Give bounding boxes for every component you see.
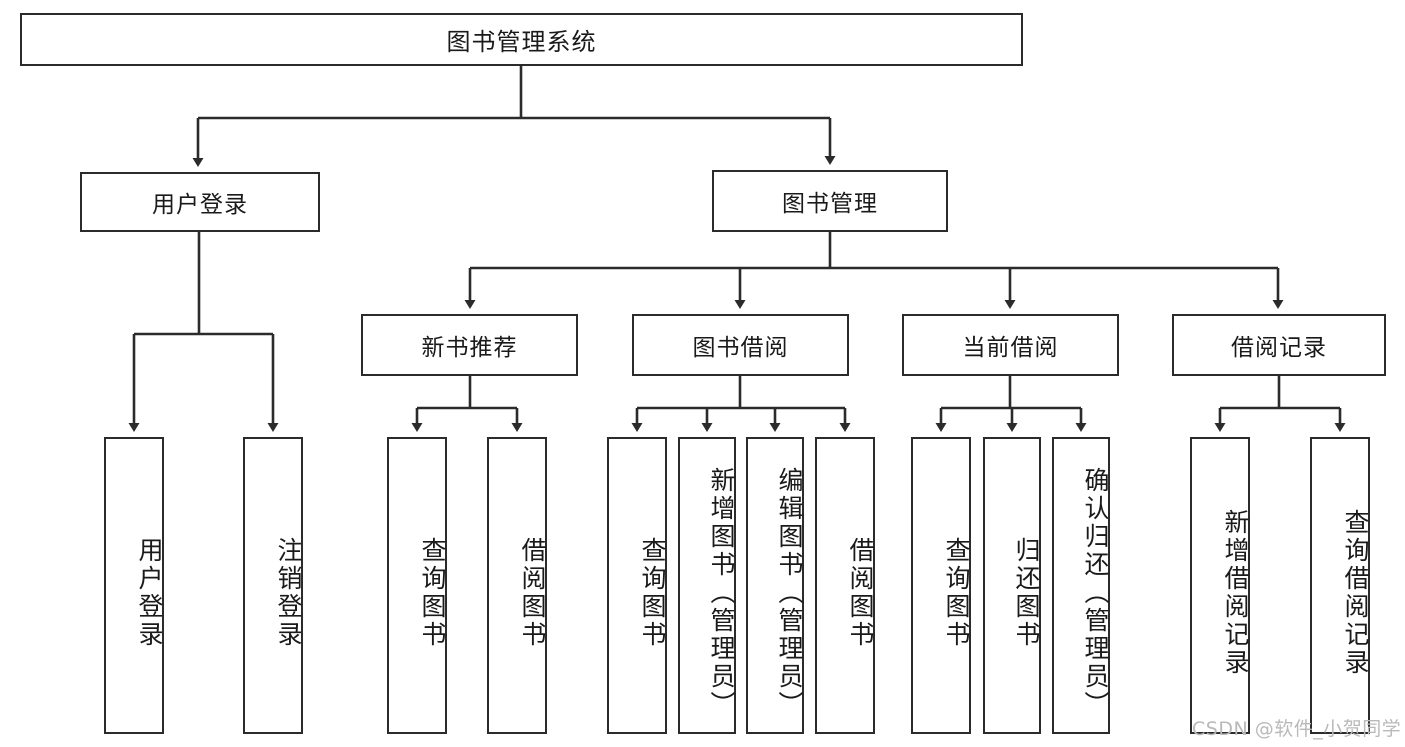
- node-leaf-user-login-label: 用户登录: [135, 536, 164, 649]
- node-leaf-add-record-label: 新增借阅记录: [1221, 508, 1250, 677]
- node-borrow-record[interactable]: 借阅记录: [1172, 314, 1386, 376]
- node-leaf-return-book[interactable]: 归还图书: [983, 437, 1041, 734]
- node-root[interactable]: 图书管理系统: [20, 13, 1023, 66]
- node-current-borrow[interactable]: 当前借阅: [902, 314, 1119, 376]
- node-leaf-borrow-book-rec[interactable]: 借阅图书: [487, 437, 547, 734]
- node-book-manage[interactable]: 图书管理: [712, 170, 948, 232]
- node-new-book-recommend[interactable]: 新书推荐: [361, 314, 578, 376]
- node-leaf-query-book-borrow[interactable]: 查询图书: [607, 437, 667, 734]
- node-new-book-recommend-label: 新书推荐: [421, 335, 518, 361]
- node-leaf-query-record[interactable]: 查询借阅记录: [1310, 437, 1370, 734]
- node-book-borrow-label: 图书借阅: [692, 335, 789, 361]
- node-leaf-query-record-label: 查询借阅记录: [1341, 508, 1370, 677]
- node-leaf-query-book-rec-label: 查询图书: [418, 536, 447, 649]
- node-leaf-query-book-borrow-label: 查询图书: [638, 536, 667, 649]
- node-borrow-record-label: 借阅记录: [1231, 335, 1327, 361]
- node-leaf-query-book-rec[interactable]: 查询图书: [387, 437, 447, 734]
- node-leaf-borrow-book[interactable]: 借阅图书: [815, 437, 875, 734]
- node-leaf-confirm-return[interactable]: 确认归还（管理员）: [1052, 437, 1110, 734]
- node-leaf-return-book-label: 归还图书: [1012, 536, 1041, 649]
- node-leaf-query-book-current-label: 查询图书: [942, 536, 971, 649]
- node-leaf-add-record[interactable]: 新增借阅记录: [1190, 437, 1250, 734]
- node-leaf-query-book-current[interactable]: 查询图书: [911, 437, 971, 734]
- node-leaf-edit-book[interactable]: 编辑图书（管理员）: [746, 437, 804, 734]
- node-user-login[interactable]: 用户登录: [80, 172, 320, 232]
- node-leaf-user-login[interactable]: 用户登录: [104, 437, 164, 734]
- node-leaf-add-book-label: 新增图书（管理员）: [707, 466, 736, 719]
- node-leaf-user-logout-label: 注销登录: [274, 536, 303, 649]
- node-current-borrow-label: 当前借阅: [962, 335, 1059, 361]
- node-root-label: 图书管理系统: [446, 28, 597, 56]
- node-leaf-confirm-return-label: 确认归还（管理员）: [1081, 466, 1110, 719]
- watermark: CSDN @软件_小贺同学: [1192, 718, 1402, 740]
- node-leaf-borrow-book-label: 借阅图书: [846, 536, 875, 649]
- node-leaf-add-book[interactable]: 新增图书（管理员）: [678, 437, 736, 734]
- node-book-manage-label: 图书管理: [782, 191, 878, 217]
- node-leaf-user-logout[interactable]: 注销登录: [243, 437, 303, 734]
- node-leaf-edit-book-label: 编辑图书（管理员）: [775, 466, 804, 719]
- node-leaf-borrow-book-rec-label: 借阅图书: [518, 536, 547, 649]
- node-user-login-label: 用户登录: [152, 192, 248, 218]
- node-book-borrow[interactable]: 图书借阅: [632, 314, 849, 376]
